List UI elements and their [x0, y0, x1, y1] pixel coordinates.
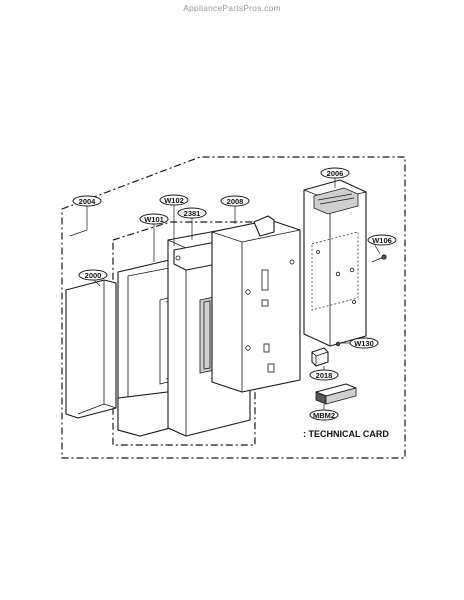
- assembly-boundary: [61, 156, 406, 459]
- label-2006: 2006: [327, 169, 344, 178]
- callout-2008: 2008: [220, 195, 250, 207]
- part-2000-door-panel: [65, 279, 151, 419]
- label-2018: 2018: [316, 371, 333, 380]
- callout-2004: 2004: [72, 195, 102, 207]
- label-2004: 2004: [79, 197, 97, 206]
- label-w130: W130: [354, 339, 374, 348]
- callout-2006: 2006: [320, 167, 350, 179]
- label-2000: 2000: [85, 271, 102, 280]
- part-2018-connector: [311, 347, 329, 367]
- watermark: AppliancePartsPros.com: [183, 3, 281, 13]
- leader-lines: [69, 178, 381, 410]
- callout-w101: W101: [139, 213, 169, 225]
- callout-w102: W102: [159, 194, 189, 206]
- callout-2000: 2000: [78, 269, 108, 281]
- part-w106-screw: [371, 254, 387, 263]
- callout-2018: 2018: [309, 369, 339, 381]
- label-mbm2: MBM2: [313, 411, 335, 420]
- label-2008: 2008: [227, 197, 244, 206]
- callout-mbm2: MBM2: [309, 409, 339, 421]
- callout-2381: 2381: [177, 207, 207, 219]
- part-2006-pcb: [303, 179, 367, 347]
- callout-w106: W106: [367, 234, 397, 246]
- callout-w130: W130: [349, 337, 379, 349]
- technical-card-caption: : TECHNICAL CARD: [303, 429, 389, 439]
- label-w101: W101: [144, 215, 164, 224]
- label-w106: W106: [372, 236, 392, 245]
- part-2008-bracket: [211, 215, 301, 393]
- part-w130-screw: [335, 341, 341, 347]
- label-w102: W102: [164, 196, 184, 205]
- part-mbm2-card: [315, 383, 357, 405]
- label-2381: 2381: [184, 209, 201, 218]
